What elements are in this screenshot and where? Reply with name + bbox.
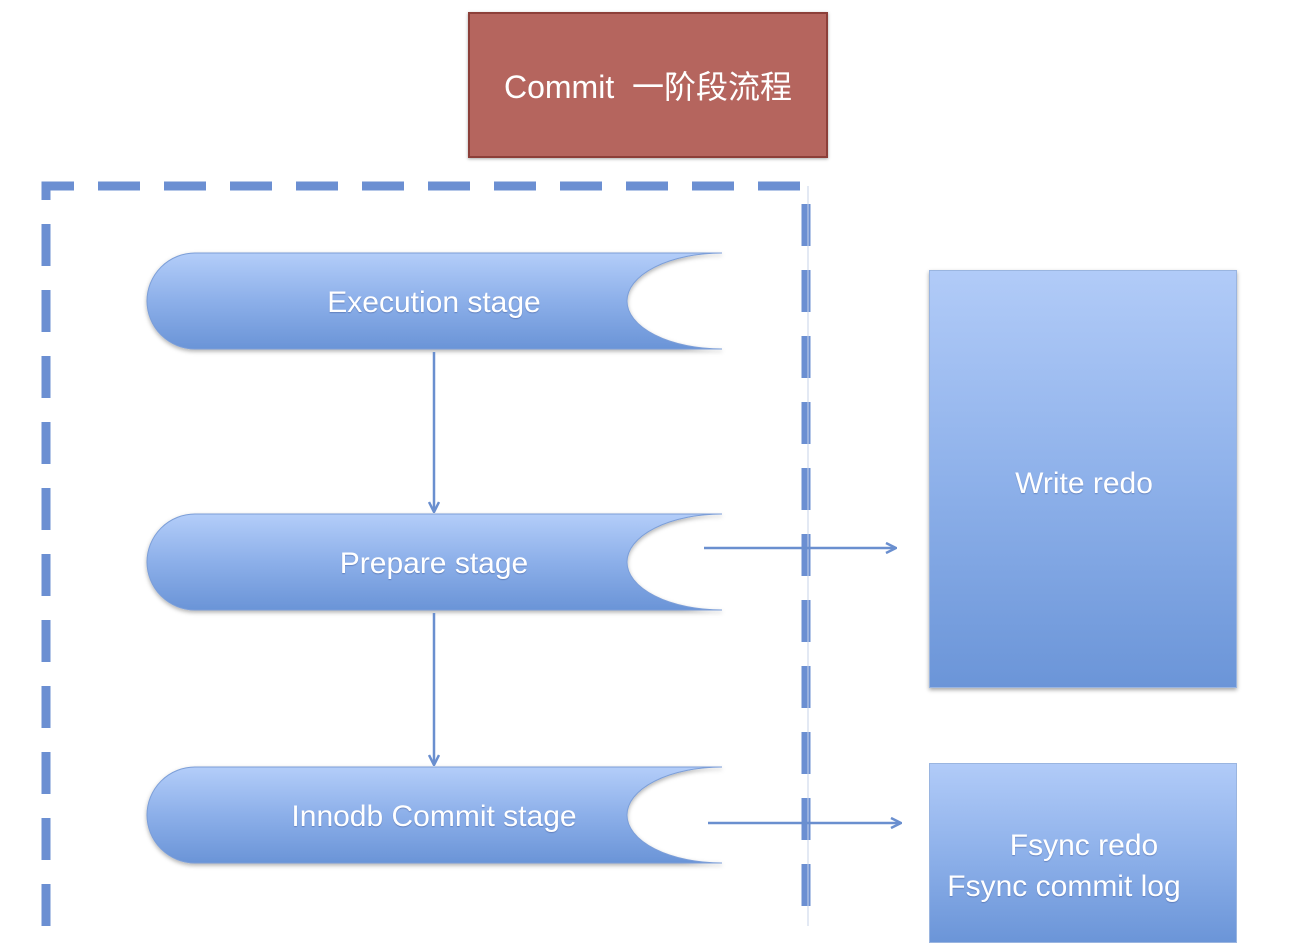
stage-shape-innodb-commit [146, 766, 723, 864]
write-redo-box: Write redo [929, 270, 1237, 688]
stage-label-execution: Execution stage [327, 286, 541, 319]
stage-label-innodb-commit: Innodb Commit stage [291, 800, 577, 833]
diagram-title: Commit 一阶段流程 [503, 69, 792, 105]
write-redo-label: Write redo [1015, 467, 1153, 500]
stage-label-prepare: Prepare stage [339, 547, 529, 580]
stage-shape-execution [146, 252, 723, 350]
stage-shape-prepare [146, 513, 723, 611]
dashed-group-border [41, 181, 811, 926]
fsync-redo-label: Fsync redo [1009, 829, 1159, 862]
diagram-title-box: Commit 一阶段流程 [468, 12, 828, 158]
fsync-box: Fsync redo Fsync commit log [929, 763, 1237, 943]
fsync-commit-log-label: Fsync commit log [947, 870, 1181, 903]
